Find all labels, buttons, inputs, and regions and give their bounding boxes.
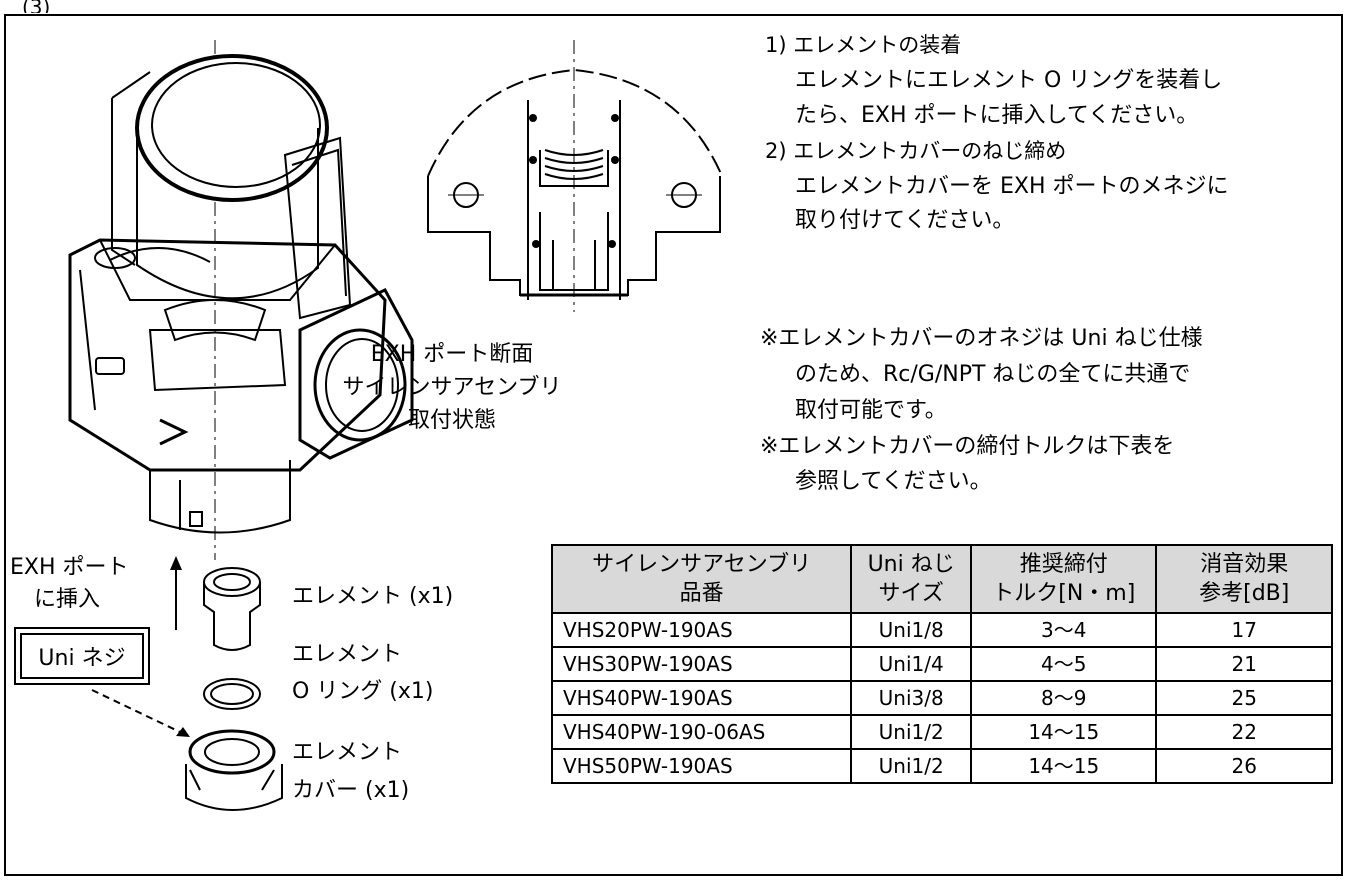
cut-off-heading: (3) — [22, 0, 51, 13]
note-1-text-3: 取付可能です。 — [795, 398, 947, 423]
thread-size-cell: Uni3/8 — [850, 680, 973, 716]
table-row: VHS40PW-190-06AS Uni1/2 14〜15 22 — [550, 714, 1333, 750]
torque-cell: 8〜9 — [970, 680, 1158, 716]
thread-size-cell: Uni1/8 — [850, 612, 973, 648]
thread-size-cell: Uni1/2 — [850, 748, 973, 784]
insert-label-2: に挿入 — [34, 587, 101, 612]
silencer-spec-table: サイレンサアセンブリ 品番 Uni ねじ サイズ 推奨締付 トルク[N・m] 消… — [550, 544, 1333, 784]
note-2-text-2: 参照してください。 — [795, 469, 992, 494]
noise-cell: 17 — [1155, 612, 1333, 648]
step-1-title: 1) エレメントの装着 — [765, 33, 962, 57]
noise-cell: 26 — [1155, 748, 1333, 784]
uni-thread-label: Uni ネジ — [20, 633, 144, 679]
part-number-cell: VHS50PW-190AS — [550, 748, 853, 784]
table-row: VHS30PW-190AS Uni1/4 4〜5 21 — [550, 646, 1333, 682]
header-noise-reduction: 消音効果 参考[dB] — [1155, 544, 1333, 614]
torque-cell: 3〜4 — [970, 612, 1158, 648]
noise-cell: 22 — [1155, 714, 1333, 750]
part-number-cell: VHS20PW-190AS — [550, 612, 853, 648]
note-2-text-1: ※エレメントカバーの締付トルクは下表を — [760, 434, 1175, 459]
thread-size-cell: Uni1/2 — [850, 714, 973, 750]
cross-section-caption: EXH ポート断面 サイレンサアセンブリ 取付状態 — [282, 338, 622, 437]
caption-line-2: サイレンサアセンブリ — [342, 375, 562, 400]
table-row: VHS20PW-190AS Uni1/8 3〜4 17 — [550, 612, 1333, 648]
insert-label-1: EXH ポート — [10, 555, 129, 580]
part-number-cell: VHS40PW-190AS — [550, 680, 853, 716]
header-torque: 推奨締付 トルク[N・m] — [970, 544, 1158, 614]
table-header-row: サイレンサアセンブリ 品番 Uni ねじ サイズ 推奨締付 トルク[N・m] 消… — [550, 544, 1333, 614]
noise-cell: 25 — [1155, 680, 1333, 716]
oring-label-2: O リング (x1) — [292, 679, 434, 704]
noise-cell: 21 — [1155, 646, 1333, 682]
table-row: VHS50PW-190AS Uni1/2 14〜15 26 — [550, 748, 1333, 784]
element-label: エレメント (x1) — [292, 584, 454, 609]
step-2-text-2: 取り付けてください。 — [795, 208, 1015, 233]
note-1-text-2: のため、Rc/G/NPT ねじの全てに共通で — [795, 362, 1191, 387]
cover-label-2: カバー (x1) — [292, 778, 410, 803]
torque-cell: 14〜15 — [970, 748, 1158, 784]
caption-line-3: 取付状態 — [407, 408, 496, 433]
part-number-cell: VHS30PW-190AS — [550, 646, 853, 682]
caption-line-1: EXH ポート断面 — [370, 342, 534, 367]
cover-label-1: エレメント — [292, 740, 403, 765]
torque-cell: 14〜15 — [970, 714, 1158, 750]
figure-frame — [4, 14, 1343, 876]
header-part-number: サイレンサアセンブリ 品番 — [550, 544, 853, 614]
step-1-text-1: エレメントにエレメント O リングを装着し — [795, 68, 1223, 93]
table-row: VHS40PW-190AS Uni3/8 8〜9 25 — [550, 680, 1333, 716]
step-2-text-1: エレメントカバーを EXH ポートのメネジに — [795, 174, 1229, 199]
torque-cell: 4〜5 — [970, 646, 1158, 682]
uni-thread-label-box: Uni ネジ — [14, 627, 150, 685]
note-1-text-1: ※エレメントカバーのオネジは Uni ねじ仕様 — [760, 326, 1203, 351]
step-1-text-2: たら、EXH ポートに挿入してください。 — [795, 103, 1199, 128]
part-number-cell: VHS40PW-190-06AS — [550, 714, 853, 750]
oring-label-1: エレメント — [292, 642, 403, 667]
thread-size-cell: Uni1/4 — [850, 646, 973, 682]
step-2-title: 2) エレメントカバーのねじ締め — [765, 139, 1067, 163]
header-thread-size: Uni ねじ サイズ — [850, 544, 973, 614]
